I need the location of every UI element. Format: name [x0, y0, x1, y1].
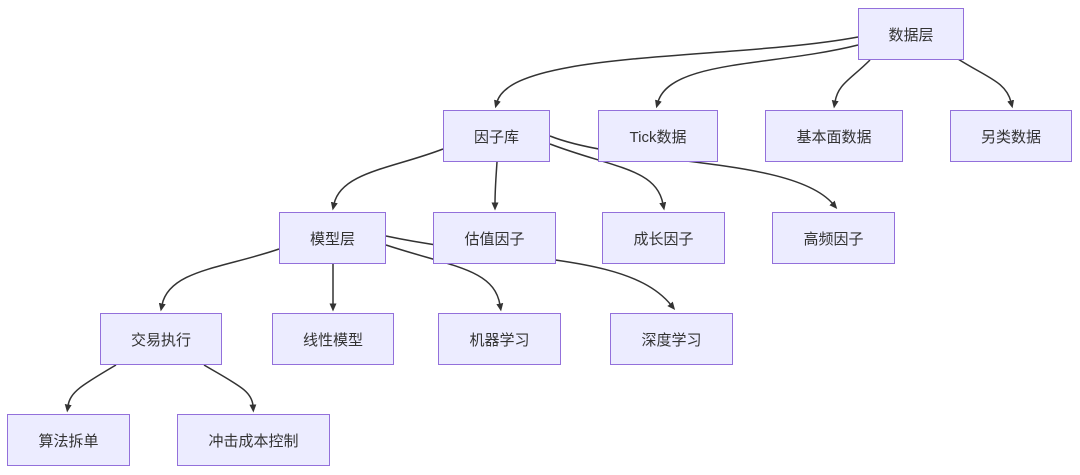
node-label-trade-execution: 交易执行 — [130, 331, 191, 349]
node-algo-order-splitting: 算法拆单 — [7, 414, 130, 466]
node-label-growth-factor: 成长因子 — [633, 230, 694, 248]
node-label-valuation-factor: 估值因子 — [464, 230, 525, 248]
node-deep-learning: 深度学习 — [610, 313, 733, 365]
edge-data-layer-to-alternative-data — [957, 58, 1015, 109]
edge-model-layer-to-machine-learning — [385, 244, 504, 312]
node-model-layer: 模型层 — [279, 212, 386, 264]
node-tick-data: Tick数据 — [598, 110, 718, 162]
edge-trade-execution-to-impact-cost-control — [203, 364, 257, 413]
edge-data-layer-to-factor-library — [494, 36, 859, 109]
edge-factor-library-to-valuation-factor — [491, 161, 499, 211]
node-label-tick-data: Tick数据 — [629, 128, 687, 146]
node-growth-factor: 成长因子 — [602, 212, 725, 264]
edge-model-layer-to-trade-execution — [158, 248, 280, 312]
node-machine-learning: 机器学习 — [438, 313, 561, 365]
node-label-factor-library: 因子库 — [473, 128, 519, 146]
node-label-linear-model: 线性模型 — [302, 331, 363, 349]
edge-factor-library-to-growth-factor — [549, 143, 667, 211]
node-label-algo-order-splitting: 算法拆单 — [38, 432, 99, 450]
node-label-deep-learning: 深度学习 — [641, 331, 702, 349]
node-fundamental-data: 基本面数据 — [765, 110, 903, 162]
node-linear-model: 线性模型 — [272, 313, 394, 365]
node-valuation-factor: 估值因子 — [433, 212, 556, 264]
node-label-alternative-data: 另类数据 — [980, 128, 1041, 146]
node-trade-execution: 交易执行 — [100, 313, 222, 365]
node-label-fundamental-data: 基本面数据 — [796, 128, 872, 146]
node-label-data-layer: 数据层 — [888, 26, 934, 44]
edge-factor-library-to-model-layer — [330, 148, 444, 211]
node-label-high-freq-factor: 高频因子 — [803, 230, 864, 248]
node-factor-library: 因子库 — [443, 110, 550, 162]
node-label-impact-cost-control: 冲击成本控制 — [208, 432, 299, 450]
node-label-model-layer: 模型层 — [309, 230, 355, 248]
node-high-freq-factor: 高频因子 — [772, 212, 895, 264]
node-alternative-data: 另类数据 — [950, 110, 1072, 162]
node-impact-cost-control: 冲击成本控制 — [177, 414, 330, 466]
edge-trade-execution-to-algo-order-splitting — [64, 364, 117, 413]
node-label-machine-learning: 机器学习 — [469, 331, 530, 349]
edge-data-layer-to-fundamental-data — [831, 59, 871, 109]
node-data-layer: 数据层 — [858, 8, 964, 60]
edge-factor-library-to-high-freq-factor — [549, 135, 838, 209]
edge-data-layer-to-tick-data — [655, 44, 859, 109]
